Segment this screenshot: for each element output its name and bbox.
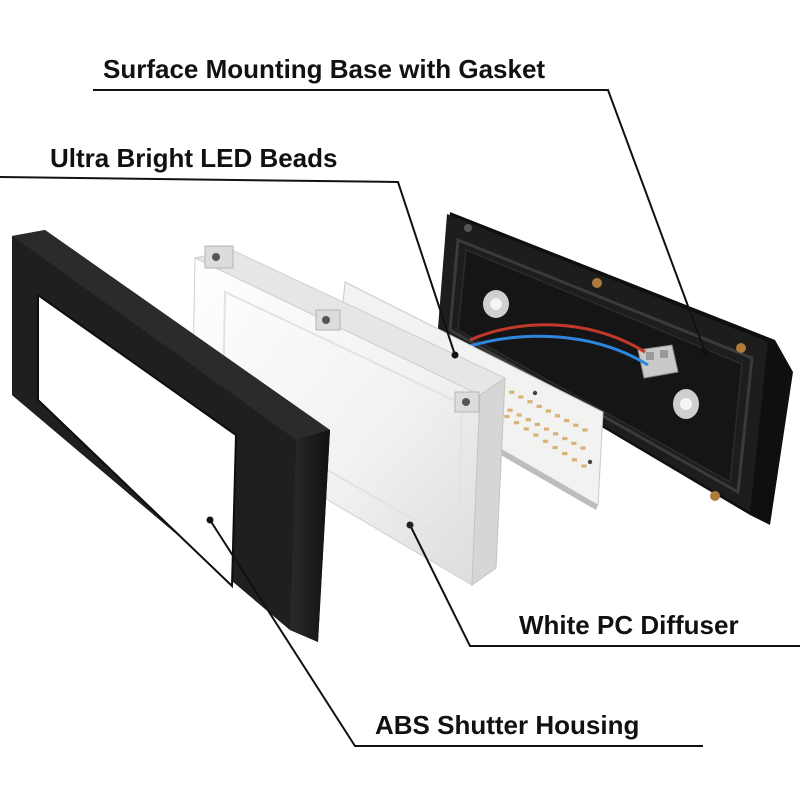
leader-line-housing [209, 519, 703, 747]
led-bead [536, 404, 542, 408]
led-bead [533, 433, 539, 437]
led-bead [581, 464, 587, 468]
led-bead [571, 441, 577, 445]
led-bead [564, 419, 570, 423]
leader-dot-base [701, 348, 709, 356]
leader-dot-diffuser [406, 521, 414, 529]
led-bead [580, 446, 586, 450]
led-bead [534, 422, 540, 426]
led-bead [513, 421, 520, 425]
led-bead [552, 445, 558, 450]
leader-line-led [0, 176, 456, 356]
label-surface-mounting-base: Surface Mounting Base with Gasket [103, 54, 546, 84]
led-bead [523, 427, 529, 431]
led-bead [509, 390, 515, 394]
led-bead [553, 432, 559, 436]
leader-dot-housing [206, 516, 214, 524]
shutter-housing [12, 230, 330, 642]
led-bead [504, 414, 510, 419]
led-bead [545, 409, 551, 413]
led-bead [507, 408, 513, 412]
leader-dots [206, 348, 709, 529]
led-bead [582, 428, 588, 432]
mounting-base [438, 212, 793, 525]
led-bead [518, 395, 524, 399]
wires [469, 323, 649, 367]
led-bead [543, 427, 550, 431]
led-bead [571, 458, 577, 462]
led-bead [554, 414, 561, 418]
led-bead [516, 413, 522, 417]
pc-diffuser [191, 245, 507, 586]
led-bead [573, 423, 579, 427]
label-abs-shutter-housing: ABS Shutter Housing [375, 710, 640, 740]
label-ultra-bright-led-beads: Ultra Bright LED Beads [50, 143, 338, 173]
label-white-pc-diffuser: White PC Diffuser [519, 610, 739, 640]
led-bead [527, 400, 533, 404]
led-bead [525, 418, 531, 422]
led-bead [542, 439, 549, 443]
led-bead [562, 437, 568, 441]
led-bead [562, 452, 568, 456]
leader-line-diffuser [409, 524, 800, 647]
leader-line-base [93, 89, 706, 353]
leader-lines [0, 89, 800, 747]
leader-dot-led [451, 351, 459, 359]
